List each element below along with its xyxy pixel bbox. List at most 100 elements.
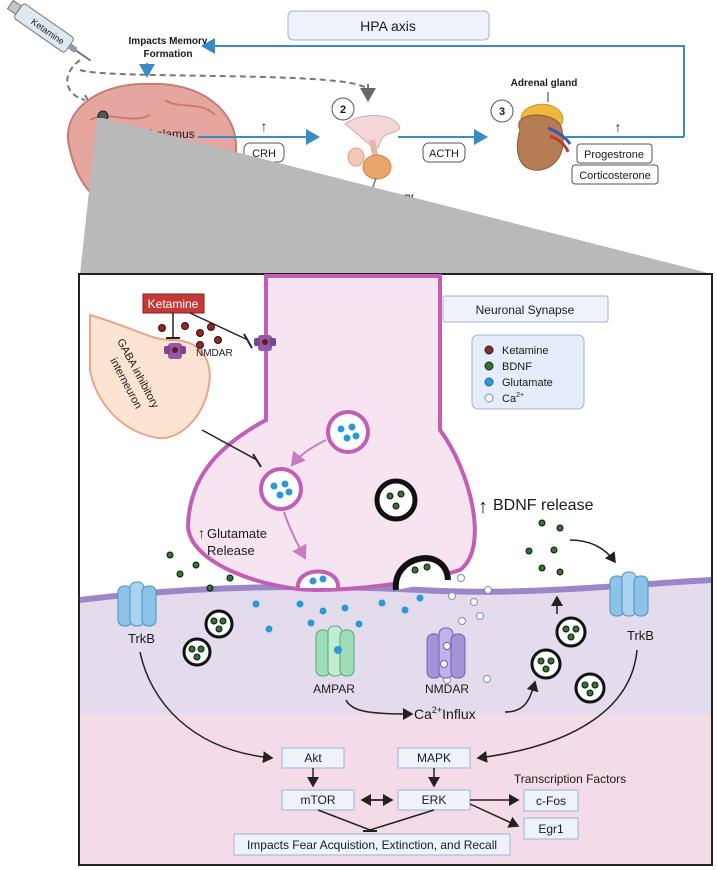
cfos-box bbox=[523, 789, 579, 812]
docked-bdnf-1 bbox=[411, 566, 419, 574]
corticosterone-box bbox=[571, 164, 659, 185]
impacts-box bbox=[233, 833, 511, 856]
synapse-title: Neuronal Synapse bbox=[476, 303, 575, 317]
syringe-icon bbox=[6, 0, 92, 62]
released-bdnf-right bbox=[525, 519, 564, 576]
ketamine-dashed-path bbox=[66, 59, 369, 101]
legend-swatch-bdnf bbox=[484, 361, 494, 371]
mtor-label: mTOR bbox=[300, 793, 335, 807]
nmdar-top-receptor bbox=[164, 343, 186, 359]
erk-label: ERK bbox=[422, 793, 447, 807]
step-3-badge bbox=[490, 99, 514, 123]
glutamate-vesicle-2 bbox=[259, 467, 303, 511]
postsynaptic-membrane-region bbox=[80, 580, 711, 715]
trkb-left-receptor bbox=[117, 581, 157, 627]
impacts-label: Impacts Fear Acquistion, Extinction, and… bbox=[247, 838, 497, 852]
gaba-inhibit-line bbox=[201, 429, 258, 461]
ampar-label: AMPAR bbox=[313, 682, 355, 696]
ampar-to-ca-arrow bbox=[345, 699, 414, 720]
step-2-label: 2 bbox=[340, 104, 346, 116]
released-glutamate bbox=[252, 594, 424, 633]
trkb-to-mapk-arrow bbox=[476, 649, 638, 763]
legend-label-ketamine: Ketamine bbox=[502, 345, 548, 357]
ampar-receptor bbox=[315, 625, 355, 677]
trkb-right-receptor bbox=[609, 571, 649, 617]
feedback-arrow bbox=[201, 38, 685, 137]
glutamate-release-line1: Glutamate bbox=[207, 526, 267, 541]
mapk-label: MAPK bbox=[417, 751, 451, 765]
bdnf-vesicle-right-3 bbox=[574, 672, 606, 704]
bdnf-docked-vesicle bbox=[392, 555, 451, 591]
ketamine-box-label: Ketamine bbox=[148, 297, 199, 311]
trkb-to-akt-arrow bbox=[139, 651, 274, 764]
crh-up-arrow: ↑ bbox=[261, 118, 268, 134]
progestrone-box bbox=[576, 143, 653, 164]
corticosterone-label: Corticosterone bbox=[579, 170, 651, 182]
bdnf-vesicle-right-1 bbox=[555, 616, 587, 648]
nmdar-postsynaptic-receptor bbox=[426, 627, 466, 679]
cfos-label: c-Fos bbox=[536, 794, 566, 808]
legend-swatch-ketamine bbox=[484, 345, 494, 355]
docked-bdnf-2 bbox=[423, 563, 431, 571]
legend-box bbox=[471, 334, 585, 410]
bdnf-vesicle-right-2 bbox=[530, 648, 562, 680]
legend-item-ketamine: Ketamine bbox=[484, 345, 548, 357]
bdnf-vesicle-left-1 bbox=[204, 609, 234, 639]
ketamine-inhibit-bar-2 bbox=[243, 333, 253, 349]
legend-item-glutamate: Glutamate bbox=[484, 377, 553, 389]
released-bdnf-left bbox=[166, 551, 234, 592]
synapse-title-box bbox=[442, 295, 609, 323]
ketamine-inhibit-line-2 bbox=[189, 312, 249, 341]
legend-swatch-calcium bbox=[484, 393, 494, 403]
nmdar-presynaptic-receptor bbox=[254, 335, 276, 351]
ca-to-vesicle-arrow bbox=[504, 680, 539, 713]
legend-swatch-glutamate bbox=[484, 377, 494, 387]
akt-label: Akt bbox=[304, 751, 322, 765]
vesicle-move-arrow-2 bbox=[283, 511, 307, 560]
crh-label: CRH bbox=[252, 148, 276, 160]
glutamate-release-line2: Release bbox=[207, 543, 255, 558]
egr1-label: Egr1 bbox=[538, 822, 564, 836]
legend-label-bdnf: BDNF bbox=[502, 361, 532, 373]
tf-header: Transcription Factors bbox=[514, 772, 626, 786]
hpa-title: HPA axis bbox=[360, 18, 416, 34]
glutamate-docked-vesicle bbox=[296, 569, 340, 589]
step-3-label: 3 bbox=[499, 106, 505, 118]
legend-label-calcium: Ca2+ bbox=[502, 392, 524, 405]
legend-item-bdnf: BDNF bbox=[484, 361, 532, 373]
ca-influx-label: Ca2+Influx bbox=[414, 705, 476, 722]
pituitary-icon bbox=[344, 114, 401, 180]
acth-label: ACTH bbox=[429, 148, 459, 160]
glutamate-vesicle-1 bbox=[326, 410, 370, 454]
memory-label-line1: Impacts Memory bbox=[129, 36, 208, 47]
docked-glutamate-1 bbox=[309, 577, 317, 585]
glutamate-release-arrow: ↑ bbox=[198, 525, 205, 541]
zoom-wedge bbox=[80, 118, 712, 274]
nmdar-bottom-label: NMDAR bbox=[425, 682, 469, 696]
bdnf-vesicle-left-2 bbox=[182, 637, 212, 667]
erk-to-egr1-arrow bbox=[469, 803, 520, 828]
acth-box bbox=[422, 142, 466, 163]
docked-glutamate-2 bbox=[319, 575, 327, 583]
legend-label-glutamate: Glutamate bbox=[502, 377, 553, 389]
egr1-box bbox=[523, 817, 579, 840]
progestrone-label: Progestrone bbox=[584, 149, 644, 161]
synapse-panel: GABA inhibitory interneuron Ketamine NMD… bbox=[78, 273, 713, 866]
adrenal-gland-icon bbox=[516, 103, 572, 171]
bdnf-vesicle-1 bbox=[374, 478, 418, 522]
trkb-left-label: TrkB bbox=[128, 631, 155, 646]
trkb-right-label: TrkB bbox=[627, 628, 654, 643]
hormone-up-arrow: ↑ bbox=[615, 119, 622, 135]
bdnf-to-trkb-arrow bbox=[569, 539, 616, 564]
bdnf-release-label: BDNF release bbox=[493, 497, 594, 514]
ketamine-to-brain-arrow bbox=[82, 94, 97, 114]
bdnf-release-arrow: ↑ bbox=[478, 496, 488, 518]
gaba-inhibit-bar bbox=[252, 453, 262, 468]
vesicle-move-arrow-1 bbox=[290, 439, 327, 467]
ketamine-molecules bbox=[158, 322, 222, 349]
nmdar-top-label: NMDAR bbox=[196, 348, 233, 359]
adrenal-label: Adrenal gland bbox=[511, 78, 578, 89]
step-2-badge bbox=[331, 97, 355, 121]
